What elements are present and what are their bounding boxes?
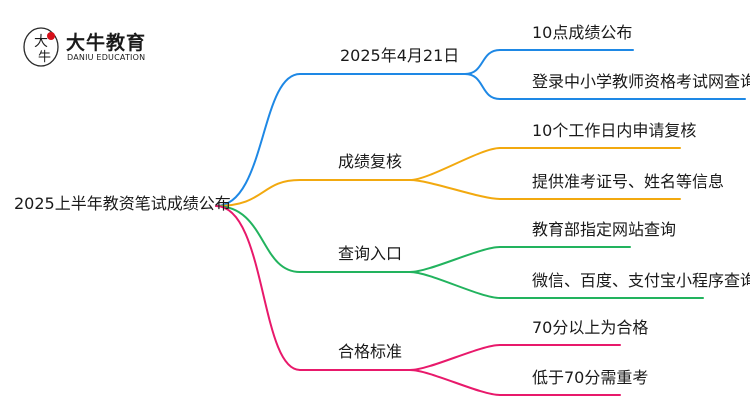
root-topic: 2025上半年教资笔试成绩公布 <box>14 194 231 213</box>
brand-name: 大牛教育 <box>66 32 147 54</box>
leaf-label-3-2: 微信、百度、支付宝小程序查询 <box>532 271 750 290</box>
daniu-logo-icon: 大 牛 <box>23 27 59 67</box>
brand-name-en: DANIU EDUCATION <box>67 53 146 62</box>
leaf-connector-2-1 <box>409 147 501 181</box>
leaf-connector-3-1 <box>409 246 501 273</box>
brand-logo: 大 牛 大牛教育 DANIU EDUCATION <box>22 26 182 70</box>
leaf-connector-4-2 <box>409 369 501 396</box>
branch-label-4: 合格标准 <box>338 342 403 361</box>
branch-label-3: 查询入口 <box>338 244 403 263</box>
root-connector-1 <box>215 73 301 207</box>
branch-label-1: 2025年4月21日 <box>340 46 460 65</box>
root-connector-2 <box>215 179 301 207</box>
leaf-label-2-2: 提供准考证号、姓名等信息 <box>532 172 725 191</box>
leaf-connector-4-1 <box>409 344 501 371</box>
logo-seal-dot <box>47 32 55 40</box>
leaf-connector-3-2 <box>409 271 501 299</box>
root-connector-4 <box>215 205 301 371</box>
leaf-label-3-1: 教育部指定网站查询 <box>532 220 677 239</box>
branch-label-2: 成绩复核 <box>338 152 403 171</box>
leaf-label-2-1: 10个工作日内申请复核 <box>532 121 697 140</box>
leaf-label-4-1: 70分以上为合格 <box>532 318 649 337</box>
logo-mark-glyph-bottom: 牛 <box>38 50 51 65</box>
leaf-label-1-2: 登录中小学教师资格考试网查询 <box>532 72 750 91</box>
leaf-label-1-1: 10点成绩公布 <box>532 23 633 42</box>
logo-mark-glyph-top: 大 <box>34 34 48 50</box>
leaf-connector-1-2 <box>464 73 501 100</box>
leaf-connector-1-1 <box>464 49 501 75</box>
leaf-label-4-2: 低于70分需重考 <box>532 368 649 387</box>
leaf-connector-2-2 <box>409 179 501 200</box>
root-connector-3 <box>215 205 301 273</box>
